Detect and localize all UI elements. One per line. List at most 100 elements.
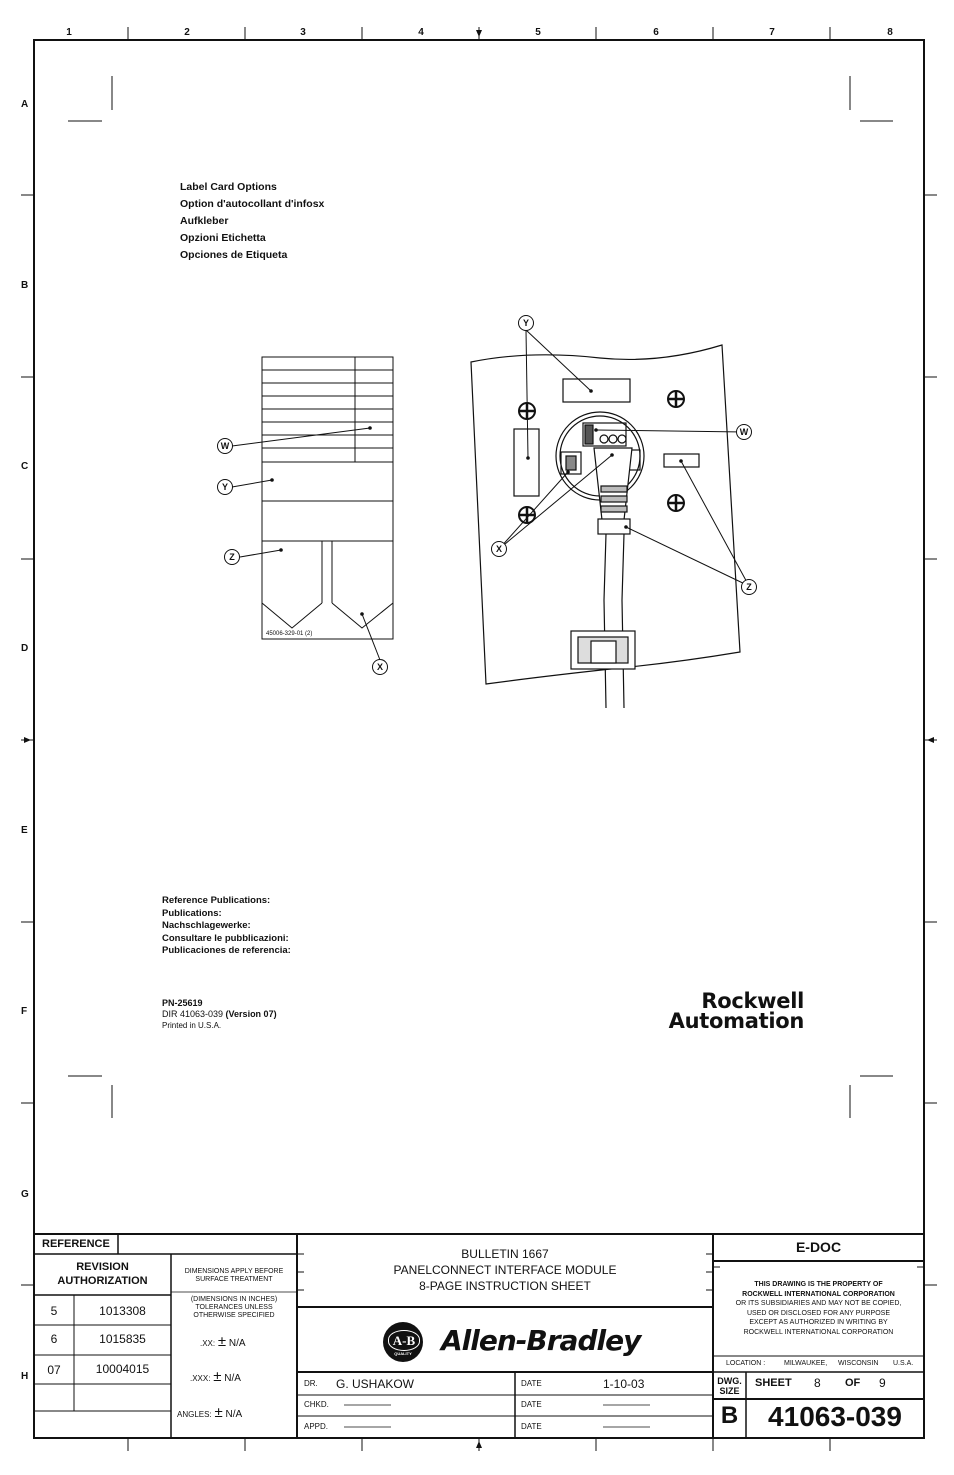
tolerance-xx: .XX: ± N/A bbox=[200, 1333, 246, 1350]
zone-column-5: 5 bbox=[535, 27, 541, 38]
dimensions-note-tolerances: (DIMENSIONS IN INCHES) TOLERANCES UNLESS… bbox=[171, 1296, 297, 1320]
zone-column-6: 6 bbox=[653, 27, 659, 38]
dwg-size-label-line-1: DWG. bbox=[717, 1376, 742, 1386]
printed-in: Printed in U.S.A. bbox=[162, 1021, 222, 1030]
revision-number-1: 5 bbox=[50, 1304, 58, 1318]
zone-row-d: D bbox=[21, 643, 29, 654]
reference-publications-it: Consultare le pubblicazioni: bbox=[162, 932, 289, 944]
drawing-title-line-2: PANELCONNECT INTERFACE MODULE bbox=[393, 1263, 617, 1277]
reference-label: REFERENCE bbox=[42, 1238, 110, 1250]
authorization-number-1: 1013308 bbox=[99, 1304, 146, 1318]
zone-row-b: B bbox=[21, 280, 29, 291]
drawing-title: BULLETIN 1667 PANELCONNECT INTERFACE MOD… bbox=[297, 1246, 713, 1294]
plus-minus-icon: ± bbox=[214, 1404, 223, 1421]
property-notice-line-4: USED OR DISCLOSED FOR ANY PURPOSE bbox=[746, 1309, 890, 1317]
property-notice-line-2: ROCKWELL INTERNATIONAL CORPORATION bbox=[742, 1290, 895, 1298]
callout-w-card: W bbox=[217, 438, 233, 454]
zone-column-4: 4 bbox=[418, 27, 424, 38]
label-card-options-de: Aufkleber bbox=[180, 215, 229, 227]
sheet-label: SHEET bbox=[755, 1377, 792, 1389]
location-city: MILWAUKEE, bbox=[784, 1360, 828, 1367]
zone-row-f: F bbox=[21, 1006, 28, 1017]
callout-x-module: X bbox=[491, 541, 507, 557]
dir-version: (Version 07) bbox=[225, 1009, 277, 1019]
zone-column-3: 3 bbox=[300, 27, 306, 38]
date-label-appd: DATE bbox=[521, 1422, 542, 1431]
location-country: U.S.A. bbox=[893, 1360, 914, 1367]
tolerance-xxx: .XXX: ± N/A bbox=[190, 1368, 241, 1385]
of-label: OF bbox=[845, 1377, 861, 1389]
callout-z-card: Z bbox=[224, 549, 240, 565]
revision-number-3: 07 bbox=[47, 1363, 61, 1377]
chkd-label: CHKD. bbox=[304, 1400, 329, 1409]
dwg-size-label-line-2: SIZE bbox=[719, 1386, 740, 1396]
reference-publications-fr: Publications: bbox=[162, 907, 222, 919]
sheet-total: 9 bbox=[879, 1376, 886, 1390]
drawn-by: G. USHAKOW bbox=[336, 1377, 415, 1391]
zone-column-7: 7 bbox=[769, 27, 775, 38]
date-label-dr: DATE bbox=[521, 1379, 542, 1388]
label-card-options-fr: Option d'autocollant d'infosx bbox=[180, 198, 325, 210]
label-card-options-es: Opciones de Etiqueta bbox=[180, 249, 288, 261]
zone-column-8: 8 bbox=[887, 27, 893, 38]
tolerance-angles: ANGLES: ± N/A bbox=[177, 1404, 242, 1421]
appd-label: APPD. bbox=[304, 1422, 329, 1431]
callout-y-card: Y bbox=[217, 479, 233, 495]
label-card-options-en: Label Card Options bbox=[180, 181, 277, 193]
revision-authorization-header: REVISION AUTHORIZATION bbox=[34, 1260, 171, 1288]
plus-minus-icon: ± bbox=[217, 1333, 227, 1350]
drawing-title-line-3: 8-PAGE INSTRUCTION SHEET bbox=[419, 1279, 591, 1293]
allen-bradley-badge-icon: A-B QUALITY bbox=[383, 1322, 423, 1362]
dimensions-note-tolerances-line-1: (DIMENSIONS IN INCHES) bbox=[190, 1296, 278, 1303]
property-notice-line-6: ROCKWELL INTERNATIONAL CORPORATION bbox=[743, 1328, 894, 1336]
tolerance-xxx-label: .XXX: bbox=[190, 1374, 211, 1383]
dimensions-note-tolerances-line-3: OTHERWISE SPECIFIED bbox=[193, 1312, 275, 1319]
location-label: LOCATION : bbox=[726, 1360, 766, 1367]
property-notice-line-1: THIS DRAWING IS THE PROPERTY OF bbox=[754, 1281, 883, 1288]
card-part-number: 45006-329-01 (2) bbox=[266, 631, 313, 637]
tolerance-xx-value: N/A bbox=[228, 1338, 246, 1349]
zone-column-1: 1 bbox=[66, 27, 72, 38]
dimensions-note-surface-line-2: SURFACE TREATMENT bbox=[195, 1276, 273, 1283]
tolerance-angles-value: N/A bbox=[225, 1409, 243, 1420]
logo-line-1: Rockwell bbox=[701, 989, 804, 1013]
authorization-number-2: 1015835 bbox=[99, 1332, 146, 1346]
allen-bradley-wordmark: Allen-Bradley bbox=[441, 1324, 641, 1357]
label-card-options-heading: Label Card Options Option d'autocollant … bbox=[180, 179, 324, 264]
date-label-chkd: DATE bbox=[521, 1400, 542, 1409]
dimensions-note-surface: DIMENSIONS APPLY BEFORE SURFACE TREATMEN… bbox=[171, 1268, 297, 1284]
property-notice-line-5: EXCEPT AS AUTHORIZED IN WRITING BY bbox=[749, 1319, 888, 1326]
drawing-number: 41063-039 bbox=[768, 1401, 902, 1432]
rockwell-automation-logo: Rockwell Automation bbox=[648, 989, 805, 1033]
label-card-options-it: Opzioni Etichetta bbox=[180, 232, 266, 244]
drawing-title-line-1: BULLETIN 1667 bbox=[461, 1247, 549, 1261]
publication-info: PN-25619 DIR 41063-039 (Version 07) Prin… bbox=[162, 998, 277, 1031]
property-notice: THIS DRAWING IS THE PROPERTY OF ROCKWELL… bbox=[713, 1280, 924, 1337]
reference-publications-es: Publicaciones de referencia: bbox=[162, 945, 291, 956]
tolerance-xxx-value: N/A bbox=[224, 1373, 241, 1384]
logo-line-2: Automation bbox=[668, 1009, 805, 1033]
dwg-size-label: DWG. SIZE bbox=[713, 1376, 746, 1396]
tolerance-xx-label: .XX: bbox=[200, 1339, 216, 1348]
revision-header-line-1: REVISION bbox=[76, 1261, 129, 1273]
callout-x-card: X bbox=[372, 659, 388, 675]
revision-number-2: 6 bbox=[50, 1332, 58, 1346]
dir-prefix: DIR 41063-039 bbox=[162, 1009, 226, 1019]
tolerance-angles-label: ANGLES: bbox=[177, 1410, 212, 1419]
callout-z-module: Z bbox=[741, 579, 757, 595]
badge-ab-text: A-B bbox=[388, 1330, 420, 1351]
reference-publications-de: Nachschlagewerke: bbox=[162, 920, 251, 931]
callout-w-module: W bbox=[736, 424, 752, 440]
sheet-number: 8 bbox=[814, 1376, 821, 1390]
zone-row-h: H bbox=[21, 1371, 29, 1382]
reference-publications: Reference Publications: Publications: Na… bbox=[162, 895, 291, 958]
zone-column-2: 2 bbox=[184, 27, 190, 38]
badge-sub-text: QUALITY bbox=[394, 1351, 412, 1356]
revision-header-line-2: AUTHORIZATION bbox=[57, 1275, 148, 1287]
dimensions-note-surface-line-1: DIMENSIONS APPLY BEFORE bbox=[184, 1268, 284, 1275]
zone-row-a: A bbox=[21, 99, 29, 110]
callout-y-module: Y bbox=[518, 315, 534, 331]
